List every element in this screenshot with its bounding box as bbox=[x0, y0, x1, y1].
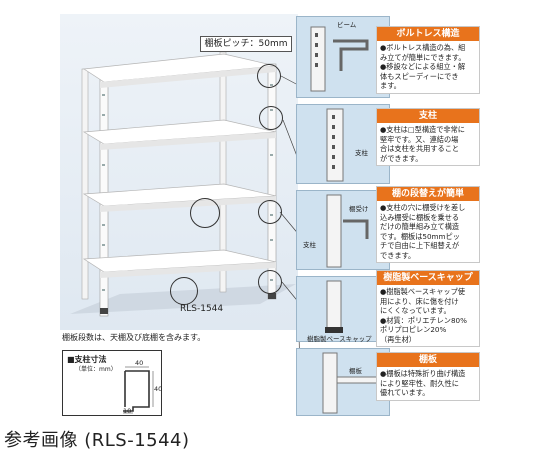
card-tag: 支柱 bbox=[303, 241, 316, 249]
dimension-top: 40 bbox=[135, 359, 144, 367]
feature-card-shelf-board: 棚板 ●棚板は特殊折り曲げ構造 により堅牢性、耐久性に 優れています。 bbox=[376, 352, 480, 401]
card-line: チで自由に上下組替えが bbox=[380, 241, 460, 250]
detail-image-shelf-bracket: 棚受け 支柱 bbox=[296, 190, 390, 270]
zoom-circle bbox=[258, 270, 282, 294]
feature-card-base-cap: 樹脂製ベースキャップ ●樹脂製ベースキャップ使 用により、床に傷を付け にくくな… bbox=[376, 270, 480, 347]
model-label: RLS-1544 bbox=[180, 304, 224, 314]
shelf-pitch-label: 棚板ピッチ：50mm bbox=[200, 36, 292, 52]
shelf-note: 棚板段数は、天棚及び底棚を含みます。 bbox=[62, 333, 206, 342]
card-line: ●棚板は特殊折り曲げ構造 bbox=[380, 369, 466, 378]
card-line: ●支柱の穴に棚受けを差し bbox=[380, 203, 466, 212]
card-line: ができます。 bbox=[380, 153, 423, 163]
card-line: です。棚板は50mmピッ bbox=[380, 231, 460, 241]
card-body: ●支柱は□型構造で非常に 堅牢です。又、連結の場 合は支柱を共用すること ができ… bbox=[377, 123, 479, 165]
base-cap-diagram bbox=[325, 280, 343, 333]
card-line: にくくなっています。 bbox=[380, 306, 451, 315]
card-line: ●支柱は□型構造で非常に bbox=[380, 125, 465, 134]
zoom-circle bbox=[170, 277, 198, 305]
card-line: ●ボルトレス構造の為、組 bbox=[380, 43, 466, 52]
card-title: 支柱 bbox=[377, 109, 479, 123]
card-tag: ビーム bbox=[337, 21, 357, 29]
reference-image-caption: 参考画像 (RLS-1544) bbox=[4, 430, 190, 450]
card-line: ●移設などによる組立・解 bbox=[380, 62, 466, 71]
card-body: ●ボルトレス構造の為、組 み立てが簡単にできます。 ●移設などによる組立・解 体… bbox=[377, 41, 479, 93]
card-line: 堅牢です。又、連結の場 bbox=[380, 134, 459, 144]
card-line: （再生材） bbox=[380, 334, 416, 344]
card-line: ポリプロピレン20% bbox=[380, 325, 447, 334]
card-line: ●材質：ポリエチレン80% bbox=[380, 315, 467, 325]
zoom-circle bbox=[258, 200, 282, 224]
card-line: 合は支柱を共用すること bbox=[380, 144, 460, 153]
card-line: 体もスピーディーにでき bbox=[380, 71, 459, 81]
shelf-illustration bbox=[70, 51, 296, 317]
dimension-side: 40 bbox=[154, 385, 163, 393]
card-line: ●樹脂製ベースキャップ使 bbox=[380, 287, 465, 296]
dimension-title: ■支柱寸法 bbox=[67, 355, 107, 364]
zoom-circle bbox=[259, 106, 283, 130]
detail-image-base-cap: 樹脂製ベースキャップ bbox=[296, 276, 390, 343]
post-profile-diagram bbox=[123, 366, 154, 414]
card-title: 樹脂製ベースキャップ bbox=[377, 271, 479, 285]
card-line: 優れています。 bbox=[380, 388, 430, 397]
feature-card-shelf-adjust: 棚の段替えが簡単 ●支柱の穴に棚受けを差し 込み棚受に棚板を乗せる だけの簡単組… bbox=[376, 186, 480, 263]
card-title: 棚の段替えが簡単 bbox=[377, 187, 479, 201]
card-line: だけの簡単組み立て構造 bbox=[380, 222, 460, 231]
card-title: 棚板 bbox=[377, 353, 479, 367]
card-body: ●棚板は特殊折り曲げ構造 により堅牢性、耐久性に 優れています。 bbox=[377, 367, 479, 400]
card-line: み立てが簡単にできます。 bbox=[380, 52, 466, 62]
card-title: ボルトレス構造 bbox=[377, 27, 479, 41]
boltless-joint-diagram bbox=[310, 26, 369, 92]
card-body: ●支柱の穴に棚受けを差し 込み棚受に棚板を乗せる だけの簡単組み立て構造 です。… bbox=[377, 201, 479, 262]
post-dimension-box: ■支柱寸法 （単位：mm） 40 40 10 bbox=[62, 350, 162, 416]
detail-image-post: 支柱 bbox=[296, 104, 390, 184]
zoom-circle bbox=[190, 198, 220, 228]
card-tag: 樹脂製ベースキャップ bbox=[307, 335, 372, 343]
card-line: により堅牢性、耐久性に bbox=[380, 378, 459, 388]
shelf-bracket-diagram bbox=[326, 194, 369, 268]
shelf-photo: 棚板ピッチ：50mm RLS-1544 bbox=[60, 14, 298, 330]
detail-image-shelf-board: 棚板 bbox=[296, 348, 390, 416]
card-line: できます。 bbox=[380, 250, 416, 260]
card-line: 込み棚受に棚板を乗せる bbox=[380, 212, 460, 222]
feature-card-post: 支柱 ●支柱は□型構造で非常に 堅牢です。又、連結の場 合は支柱を共用すること … bbox=[376, 108, 480, 166]
card-line: 用により、床に傷を付け bbox=[380, 296, 459, 306]
card-line: ます。 bbox=[380, 81, 401, 90]
card-tag: 棚受け bbox=[349, 205, 369, 213]
catalog-page: 棚板ピッチ：50mm RLS-1544 棚板段数は、天棚及び底棚を含みます。 ■… bbox=[60, 14, 484, 416]
feature-card-boltless: ボルトレス構造 ●ボルトレス構造の為、組 み立てが簡単にできます。 ●移設などに… bbox=[376, 26, 480, 94]
card-body: ●樹脂製ベースキャップ使 用により、床に傷を付け にくくなっています。 ●材質：… bbox=[377, 285, 479, 346]
dimension-bottom: 10 bbox=[123, 407, 132, 415]
detail-image-boltless: ビーム bbox=[296, 16, 390, 98]
card-tag: 支柱 bbox=[355, 149, 368, 157]
card-tag: 棚板 bbox=[349, 367, 362, 375]
dimension-unit: （単位：mm） bbox=[75, 366, 117, 373]
post-diagram bbox=[326, 108, 344, 182]
zoom-circle bbox=[257, 64, 281, 88]
